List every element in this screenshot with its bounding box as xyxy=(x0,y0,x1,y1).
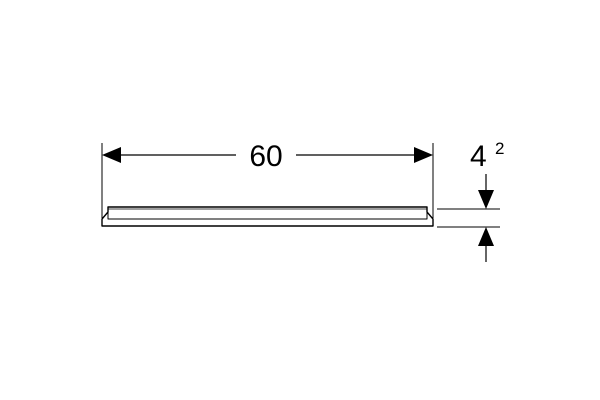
height-dimension-label: 4 2 xyxy=(470,139,505,173)
product-profile xyxy=(101,206,434,227)
width-extension-lines xyxy=(101,143,434,218)
height-extension-lines xyxy=(437,208,500,228)
profile-inner-line xyxy=(107,212,428,220)
height-dimension-arrows xyxy=(478,174,494,262)
profile-outline xyxy=(101,206,434,227)
width-dimension-label: 60 xyxy=(249,140,282,173)
height-arrow-down xyxy=(478,190,494,209)
height-dimension-base: 4 xyxy=(470,140,487,173)
width-arrow-left xyxy=(102,147,121,163)
height-arrow-up xyxy=(478,227,494,246)
width-arrow-right xyxy=(414,147,433,163)
height-dimension-superscript: 2 xyxy=(495,139,504,158)
